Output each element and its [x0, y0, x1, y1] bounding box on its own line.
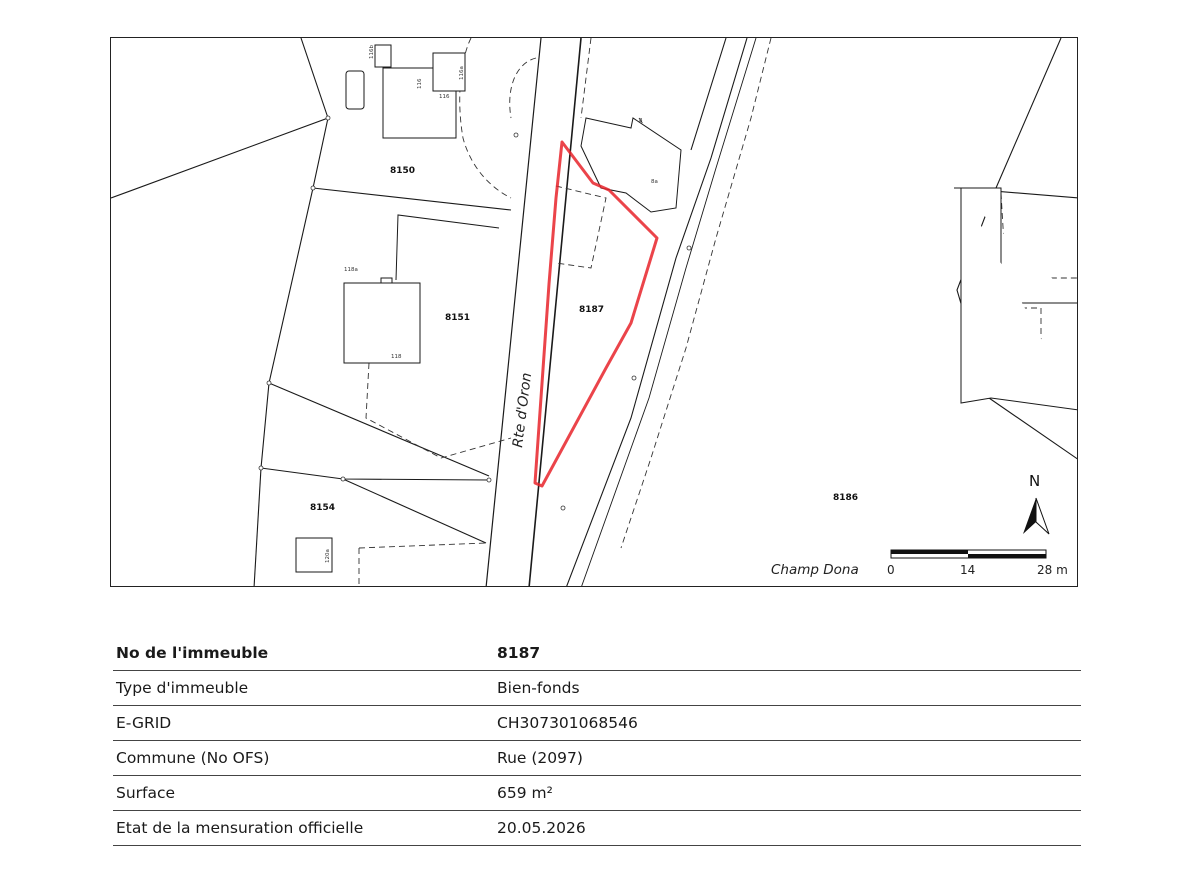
parcel-label-8151: 8151 [445, 313, 470, 323]
table-row: No de l'immeuble 8187 [113, 636, 1081, 671]
building-label-8a: 8a [651, 179, 658, 185]
table-row: E-GRID CH307301068546 [113, 705, 1081, 741]
parcel-label-8150: 8150 [390, 166, 415, 176]
row-label: No de l'immeuble [113, 636, 494, 671]
parcel-boundaries [111, 38, 1077, 586]
table-row: Commune (No OFS) Rue (2097) [113, 740, 1081, 776]
cadastral-map[interactable]: 8150 8151 8154 8187 8186 116b 116a 116 1… [110, 37, 1078, 587]
building-label-118a: 118a [344, 267, 358, 273]
row-value: 20.05.2026 [494, 810, 1081, 846]
parcel-label-8186: 8186 [833, 493, 858, 503]
row-value: 8187 [494, 636, 1081, 671]
locality-label: Champ Dona [771, 562, 859, 578]
buildings [295, 44, 1077, 573]
scale-bar: 0 14 28 m [887, 549, 1068, 577]
survey-points [258, 115, 692, 511]
row-label: Etat de la mensuration officielle [113, 810, 494, 846]
selected-parcel-8187[interactable] [533, 140, 659, 488]
row-value: 659 m² [494, 775, 1081, 811]
table-row: Type d'immeuble Bien-fonds [113, 670, 1081, 706]
building-label-116c: 116 [439, 94, 450, 100]
parcel-info-table: No de l'immeuble 8187 Type d'immeuble Bi… [113, 636, 1081, 846]
building-label-8: 8 [639, 118, 643, 124]
row-value: Rue (2097) [494, 740, 1081, 776]
row-value: Bien-fonds [494, 670, 1081, 706]
building-label-116a: 116a [459, 66, 465, 80]
table-row: Etat de la mensuration officielle 20.05.… [113, 810, 1081, 846]
row-label: E-GRID [113, 705, 494, 741]
building-label-116b: 116b [369, 45, 375, 59]
row-value: CH307301068546 [494, 705, 1081, 741]
scale-label-start: 0 [887, 563, 895, 577]
row-label: Type d'immeuble [113, 670, 494, 706]
scale-label-end: 28 m [1037, 563, 1068, 577]
building-label-118: 118 [391, 354, 402, 360]
building-label-116: 116 [417, 78, 423, 89]
row-label: Commune (No OFS) [113, 740, 494, 776]
row-label: Surface [113, 775, 494, 811]
map-canvas: 8150 8151 8154 8187 8186 116b 116a 116 1… [111, 38, 1077, 586]
north-arrow-icon: N [1023, 472, 1050, 535]
parcel-label-8154: 8154 [310, 503, 335, 513]
table-row: Surface 659 m² [113, 775, 1081, 811]
road-label: Rte d'Oron [510, 372, 535, 449]
north-label: N [1029, 472, 1040, 490]
scale-label-mid: 14 [960, 563, 975, 577]
parcel-label-8187: 8187 [579, 305, 604, 315]
building-label-120a: 120a [325, 549, 331, 563]
